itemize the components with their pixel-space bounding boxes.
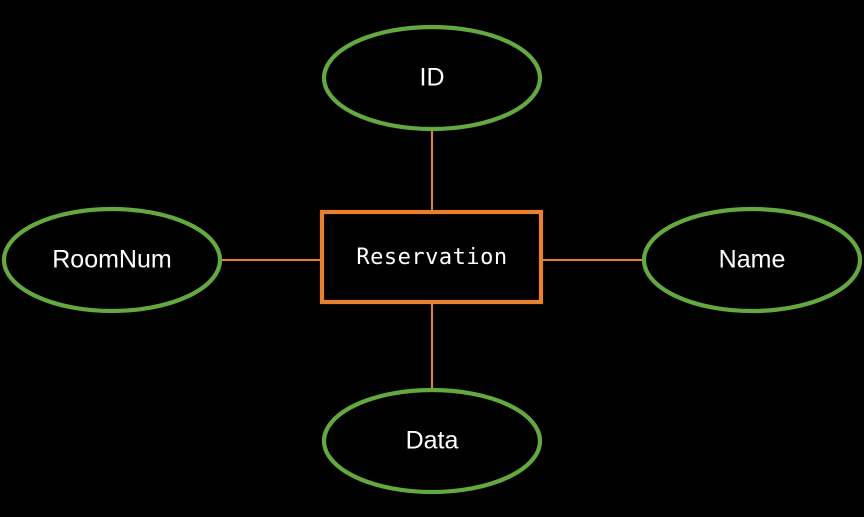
entity-node-reservation[interactable]: Reservation <box>319 209 544 305</box>
attribute-ellipse-name[interactable] <box>641 206 863 314</box>
attribute-ellipse-data[interactable] <box>321 387 543 495</box>
attribute-ellipse-id[interactable] <box>321 24 543 132</box>
attribute-ellipse-roomnum[interactable] <box>1 206 223 314</box>
attribute-label-roomnum: RoomNum <box>52 246 171 274</box>
connector-group <box>220 129 644 390</box>
attribute-node-id[interactable]: ID <box>321 24 543 132</box>
attribute-node-data[interactable]: Data <box>321 387 543 495</box>
entity-label-reservation: Reservation <box>356 245 507 270</box>
attribute-label-name: Name <box>719 246 786 274</box>
entity-rect-reservation[interactable] <box>319 209 544 305</box>
attribute-label-id: ID <box>420 64 445 92</box>
attribute-label-data: Data <box>406 427 459 455</box>
attribute-node-roomnum[interactable]: RoomNum <box>1 206 223 314</box>
attribute-node-name[interactable]: Name <box>641 206 863 314</box>
